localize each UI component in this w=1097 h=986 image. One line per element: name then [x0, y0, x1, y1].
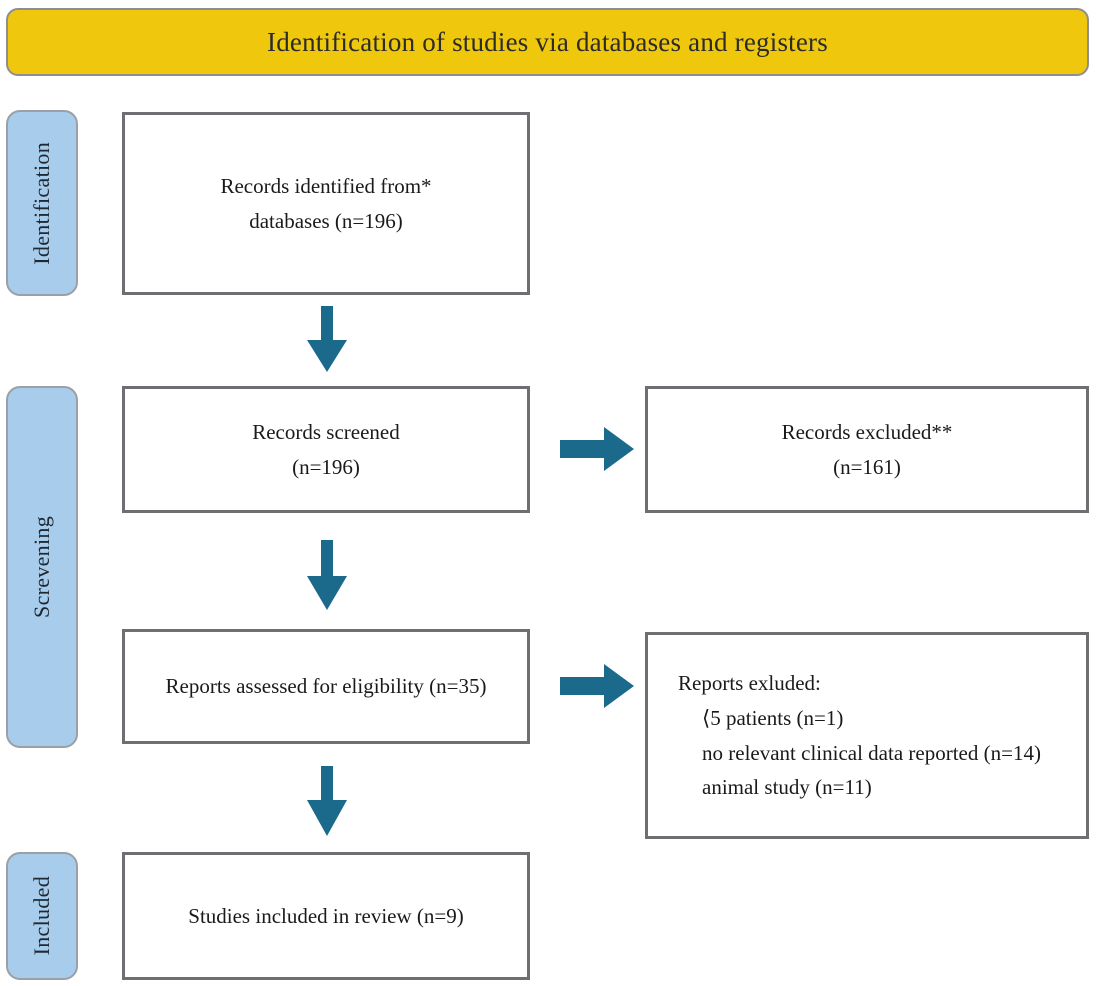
arrow-eligibility-to-included: [303, 766, 351, 838]
phase-label-included: Included: [6, 852, 78, 980]
diagram-title: Identification of studies via databases …: [267, 26, 828, 57]
phase-label-identification-text: Identification: [29, 141, 54, 265]
box-records-identified: Records identified from* databases (n=19…: [122, 112, 530, 295]
box-records-identified-line-2: databases (n=196): [249, 208, 403, 233]
diagram-header-banner: Identification of studies via databases …: [6, 8, 1089, 76]
arrow-screened-to-records-excluded: [560, 424, 636, 474]
box-records-screened: Records screened (n=196): [122, 386, 530, 513]
box-reports-excluded-item-2: no relevant clinical data reported (n=14…: [702, 740, 1041, 765]
box-reports-excluded-heading: Reports exluded:: [678, 671, 821, 696]
phase-label-identification: Identification: [6, 110, 78, 296]
box-reports-excluded-item-3: animal study (n=11): [702, 775, 872, 800]
box-records-excluded-line-2: (n=161): [833, 454, 901, 479]
box-records-screened-line-1: Records screened: [252, 419, 400, 444]
box-records-screened-line-2: (n=196): [292, 454, 360, 479]
box-reports-assessed-eligibility-line-1: Reports assessed for eligibility (n=35): [165, 674, 487, 699]
phase-label-included-text: Included: [29, 876, 54, 956]
phase-label-screening-text: Screvening: [29, 516, 54, 618]
box-reports-excluded-detail: Reports exluded: ⟨5 patients (n=1) no re…: [645, 632, 1089, 839]
phase-label-screening: Screvening: [6, 386, 78, 748]
arrow-identified-to-screened: [303, 306, 351, 374]
box-records-excluded-line-1: Records excluded**: [781, 419, 953, 444]
box-records-excluded: Records excluded** (n=161): [645, 386, 1089, 513]
arrow-screened-to-eligibility: [303, 540, 351, 612]
box-studies-included-line-1: Studies included in review (n=9): [188, 903, 464, 928]
arrow-eligibility-to-reports-excluded: [560, 661, 636, 711]
box-reports-excluded-item-1: ⟨5 patients (n=1): [702, 705, 844, 730]
box-reports-assessed-eligibility: Reports assessed for eligibility (n=35): [122, 629, 530, 744]
box-studies-included: Studies included in review (n=9): [122, 852, 530, 980]
box-records-identified-line-1: Records identified from*: [220, 173, 432, 198]
